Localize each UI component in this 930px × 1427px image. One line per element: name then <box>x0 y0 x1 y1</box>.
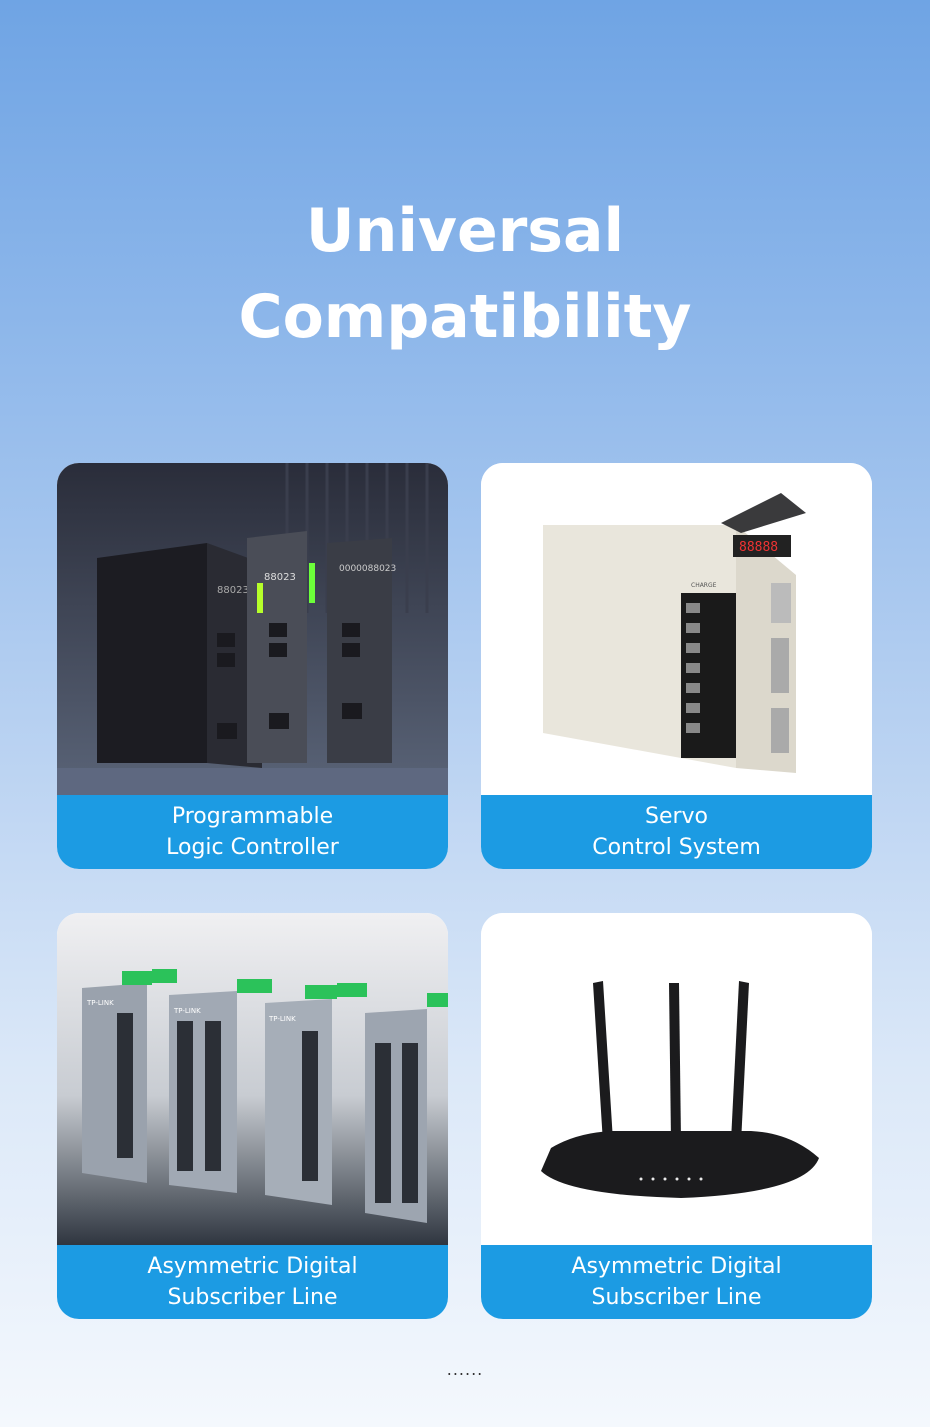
title-line-1: Universal <box>305 196 625 266</box>
card-caption: Asymmetric Digital Subscriber Line <box>57 1245 448 1319</box>
more-ellipsis: ...... <box>446 1360 484 1379</box>
caption-line-2: Subscriber Line <box>167 1285 338 1310</box>
caption-line-1: Asymmetric Digital <box>147 1254 358 1279</box>
card-switch: TP-LINK TP-LINK TP-LINK Asymmetric Digit… <box>57 913 448 1319</box>
card-plc: 88023 88023 0000088023 Programmable Logi… <box>57 463 448 869</box>
caption-line-2: Control System <box>592 835 761 860</box>
switch-photo: TP-LINK TP-LINK TP-LINK <box>57 913 448 1245</box>
caption-line-1: Servo <box>644 804 709 829</box>
plc-label-3: 0000088023 <box>339 564 396 574</box>
switch-label-3: TP-LINK <box>268 1015 296 1023</box>
caption-line-1: Asymmetric Digital <box>571 1254 782 1279</box>
caption-line-2: Logic Controller <box>166 835 339 860</box>
card-router: Asymmetric Digital Subscriber Line <box>481 913 872 1319</box>
switch-label-2: TP-LINK <box>173 1007 201 1015</box>
card-servo: 88888 CHARGE Servo Control System <box>481 463 872 869</box>
svg-text:88888: 88888 <box>739 540 778 555</box>
title-line-2: Compatibility <box>238 282 692 352</box>
plc-label-1: 88023 <box>217 585 249 596</box>
servo-photo: 88888 CHARGE <box>481 463 872 795</box>
page-title: Universal Compatibility <box>0 188 930 360</box>
plc-label-2: 88023 <box>264 572 296 583</box>
card-caption: Servo Control System <box>481 795 872 869</box>
plc-photo: 88023 88023 0000088023 <box>57 463 448 795</box>
caption-line-2: Subscriber Line <box>591 1285 762 1310</box>
card-caption: Asymmetric Digital Subscriber Line <box>481 1245 872 1319</box>
switch-label-1: TP-LINK <box>86 999 114 1007</box>
router-photo <box>481 913 872 1245</box>
servo-label: CHARGE <box>691 582 717 589</box>
card-caption: Programmable Logic Controller <box>57 795 448 869</box>
caption-line-1: Programmable <box>171 804 334 829</box>
